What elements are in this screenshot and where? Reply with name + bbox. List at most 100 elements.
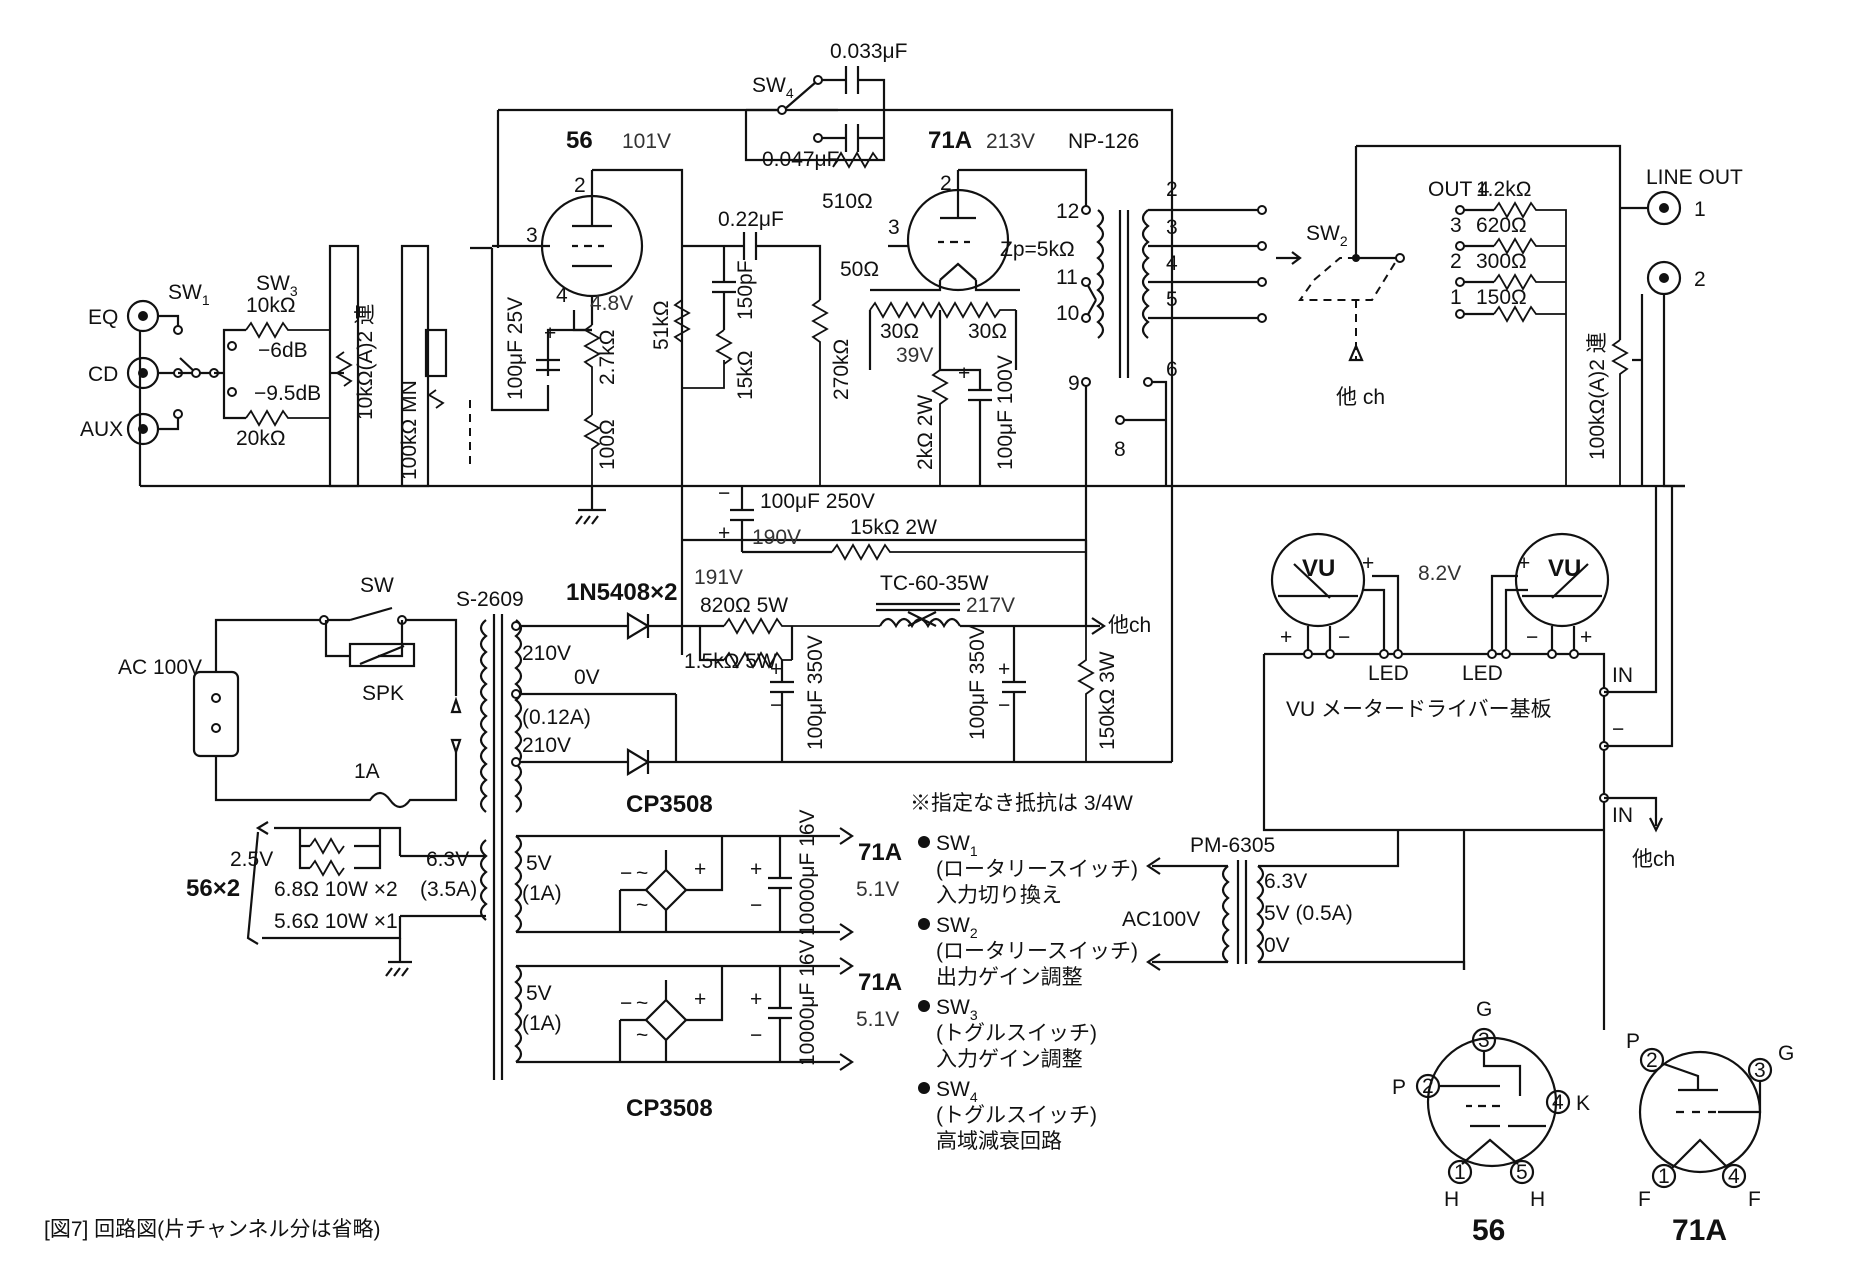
ac100-label: AC 100V: [118, 656, 202, 679]
r-30b-label: 30Ω: [968, 320, 1007, 343]
svg-text:3: 3: [1754, 1059, 1766, 1082]
vu-right-label: VU: [1548, 555, 1581, 582]
v5b-label: 5V: [526, 982, 552, 1005]
c-10000b-label: 10000μF 16V: [796, 939, 819, 1066]
t71a-b-label: 71A: [858, 969, 902, 996]
bridge-minus-1: −: [620, 862, 632, 885]
v5-1a-label: 5.1V: [856, 878, 899, 901]
diode-label: 1N5408×2: [566, 579, 677, 606]
pm0-label: 0V: [1264, 934, 1290, 957]
svg-text:3: 3: [1478, 1029, 1490, 1052]
svg-text:K: K: [1576, 1092, 1590, 1115]
cap-plus-71a: +: [958, 362, 970, 385]
c-0-047-label: 0.047μF: [762, 148, 839, 171]
bridge-ac-3: ~: [636, 992, 648, 1015]
sw4-network: 0.033μF 0.047μF 510Ω SW4: [496, 40, 1174, 248]
ac-plug: [192, 670, 240, 758]
56-pin3: 3: [526, 224, 538, 247]
r-20k-label: 20kΩ: [236, 427, 286, 450]
v0-label: 0V: [574, 666, 600, 689]
i1a-a-label: (1A): [522, 882, 562, 905]
r-15k-label: 15kΩ: [734, 350, 757, 400]
t71a-a-label: 71A: [858, 839, 902, 866]
input-jacks: EQ CD AUX SW1: [80, 281, 210, 486]
s2609-label: S-2609: [456, 588, 524, 611]
svg-text:SW2: SW2: [936, 914, 978, 941]
spark-killer: [348, 642, 416, 668]
pot-100k-mn-label: 100kΩ MN: [398, 380, 421, 480]
legend-sw3: SW3 (トグルスイッチ) 入力ゲイン調整: [918, 996, 1097, 1071]
notes: ※指定なき抵抗は 3/4W SW1 (ロータリースイッチ) 入力切り換え SW2…: [910, 792, 1138, 1153]
56-pin2: 2: [574, 174, 586, 197]
vu-section: VU VU + + 8.2V + − − + LED LED VU メータードラ…: [1122, 486, 1675, 1030]
svg-text:P: P: [1626, 1030, 1640, 1053]
vu-board-label: VU メータードライバー基板: [1286, 698, 1552, 721]
line-out-2: 2: [1694, 268, 1706, 291]
v5a-label: 5V: [526, 852, 552, 875]
r-150k-label: 150kΩ 3W: [1096, 651, 1119, 750]
input-label-eq: EQ: [88, 306, 118, 329]
tr-pin11: 11: [1056, 266, 1078, 289]
minus-2: −: [770, 694, 782, 717]
fuse-label: 1A: [354, 760, 380, 783]
cap-plus: +: [544, 322, 556, 345]
cap-minus-5: −: [750, 1024, 762, 1047]
db95-label: −9.5dB: [254, 382, 321, 405]
bridge-ac-4: ~: [636, 1024, 648, 1047]
input-label-cd: CD: [88, 363, 118, 386]
v213-label: 213V: [986, 130, 1035, 153]
v2-5-label: 2.5V: [230, 848, 273, 871]
legend-sw2: SW2 (ロータリースイッチ) 出力ゲイン調整: [918, 914, 1138, 989]
vu-mm-r: −: [1526, 626, 1538, 649]
v210b-label: 210V: [522, 734, 571, 757]
vu-meter-right: [1514, 532, 1610, 628]
other-ch2-label: 他ch: [1108, 614, 1151, 637]
c-10000a-label: 10000μF 16V: [796, 809, 819, 936]
v8-2-label: 8.2V: [1418, 562, 1461, 585]
svg-text:P: P: [1392, 1076, 1406, 1099]
v191-label: 191V: [694, 566, 743, 589]
svg-text:2: 2: [1422, 1075, 1434, 1098]
svg-text:(ロータリースイッチ): (ロータリースイッチ): [936, 940, 1138, 963]
r-510-label: 510Ω: [822, 190, 873, 213]
i012-label: (0.12A): [522, 706, 591, 729]
out4-label: OUT 4: [1428, 178, 1490, 201]
pm6305-label: PM-6305: [1190, 834, 1275, 857]
c-100-350a-label: 100μF 350V: [804, 635, 827, 750]
bridge-ac-2: ~: [636, 894, 648, 917]
svg-text:5: 5: [1516, 1161, 1528, 1184]
svg-text:4: 4: [1728, 1165, 1740, 1188]
svg-text:(ロータリースイッチ): (ロータリースイッチ): [936, 858, 1138, 881]
output-transformer: 12 11 10 9 2 3 4 5 6 8: [1056, 178, 1267, 560]
minus-in: −: [1612, 718, 1624, 741]
other-ch3-label: 他ch: [1632, 848, 1675, 871]
sw4-label: SW4: [752, 74, 794, 101]
zp-label: Zp=5kΩ: [1000, 238, 1075, 261]
v5-1b-label: 5.1V: [856, 1008, 899, 1031]
r-2k-label: 2kΩ 2W: [914, 395, 937, 470]
r-51k-label: 51kΩ: [650, 300, 673, 350]
svg-text:入力切り換え: 入力切り換え: [936, 884, 1062, 907]
in-label-1: IN: [1612, 664, 1633, 687]
db6-label: −6dB: [258, 339, 308, 362]
power-sw-label: SW: [360, 574, 394, 597]
tr-pin2: 2: [1166, 178, 1178, 201]
svg-text:1: 1: [1454, 1161, 1466, 1184]
c-0-22-label: 0.22μF: [718, 208, 784, 231]
vu-mm-l: −: [1338, 626, 1350, 649]
c-100-350b-label: 100μF 350V: [966, 625, 989, 740]
svg-text:(トグルスイッチ): (トグルスイッチ): [936, 1022, 1097, 1045]
cap-plus-4: +: [750, 858, 762, 881]
np126-label: NP-126: [1068, 130, 1139, 153]
tr-pin10: 10: [1056, 302, 1079, 325]
power-supply: AC 100V SW SPK 1A S-2609 210V 0V (0.12A)…: [118, 210, 1174, 1122]
balance-pot-100k-mn: 100kΩ MN: [398, 244, 492, 488]
pinout-56-title: 56: [1472, 1214, 1505, 1247]
svg-text:2: 2: [1646, 1049, 1658, 1072]
legend-sw1: SW1 (ロータリースイッチ) 入力切り換え: [918, 832, 1138, 907]
svg-text:G: G: [1476, 998, 1492, 1021]
r-1-2k-label: 1.2kΩ: [1476, 178, 1531, 201]
b-plus-decoupling: 100μF 250V − + 190V 15kΩ 2W: [682, 482, 1086, 561]
v217-label: 217V: [966, 594, 1015, 617]
svg-text:1: 1: [1658, 1165, 1670, 1188]
